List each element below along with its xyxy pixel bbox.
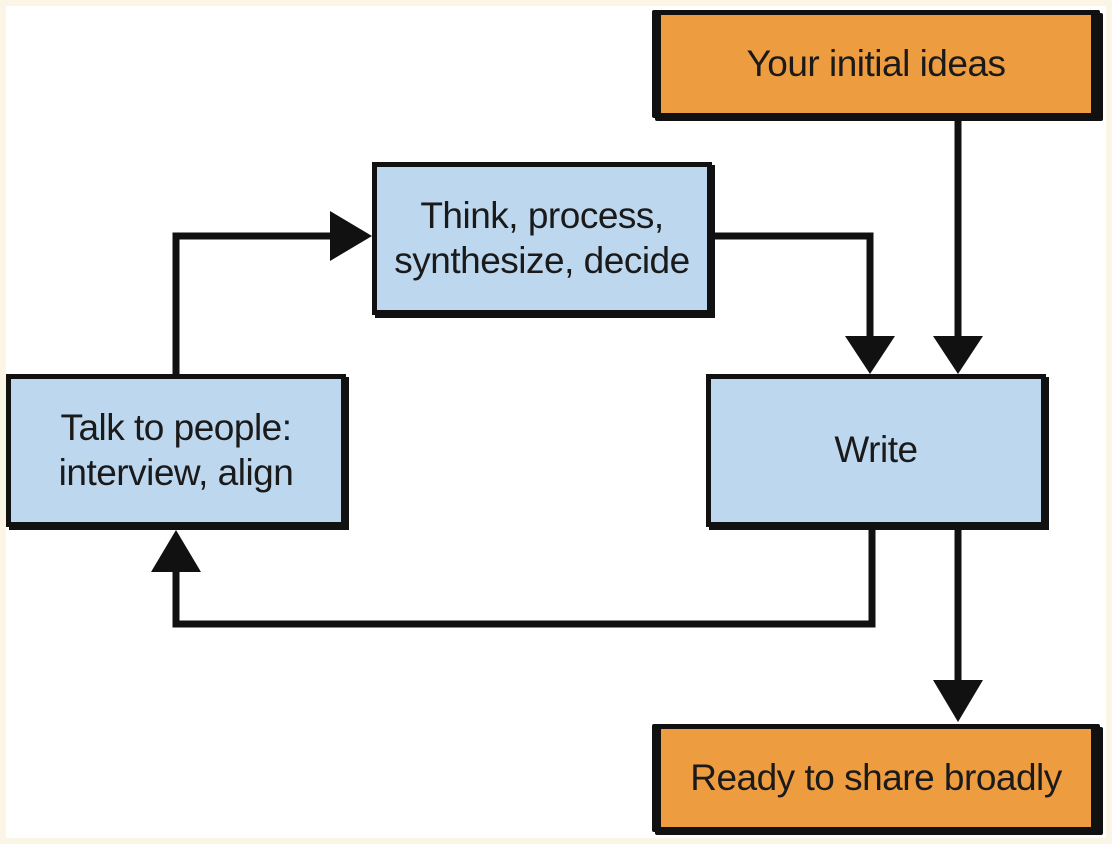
edge-write-to-talk	[172, 529, 876, 628]
node-ready-label: Ready to share broadly	[690, 756, 1062, 798]
node-talk-to-people: Talk to people: interview, align	[6, 374, 346, 527]
edge-think-to-write	[712, 232, 874, 338]
node-write-label: Write	[834, 429, 918, 471]
node-think-process: Think, process, synthesize, decide	[372, 162, 712, 315]
arrowhead-into-write-left	[845, 336, 895, 374]
node-think-line-2: synthesize, decide	[394, 239, 690, 281]
edge-talk-to-think	[172, 232, 334, 378]
arrowhead-into-ready	[933, 680, 983, 722]
flow-diagram	[151, 118, 983, 722]
node-initial-ideas: Your initial ideas	[652, 10, 1100, 118]
arrowhead-into-think	[330, 211, 372, 261]
node-think-line-1: Think, process,	[420, 195, 664, 237]
node-talk-line-1: Talk to people:	[60, 407, 292, 449]
node-initial-ideas-label: Your initial ideas	[746, 42, 1006, 84]
arrowhead-into-write-right	[933, 336, 983, 374]
node-ready-to-share: Ready to share broadly	[652, 724, 1100, 832]
arrowhead-into-talk	[151, 530, 201, 572]
node-write: Write	[706, 374, 1046, 527]
node-talk-line-2: interview, align	[58, 451, 294, 493]
diagram-canvas: Your initial ideas Think, process, synth…	[6, 6, 1106, 838]
